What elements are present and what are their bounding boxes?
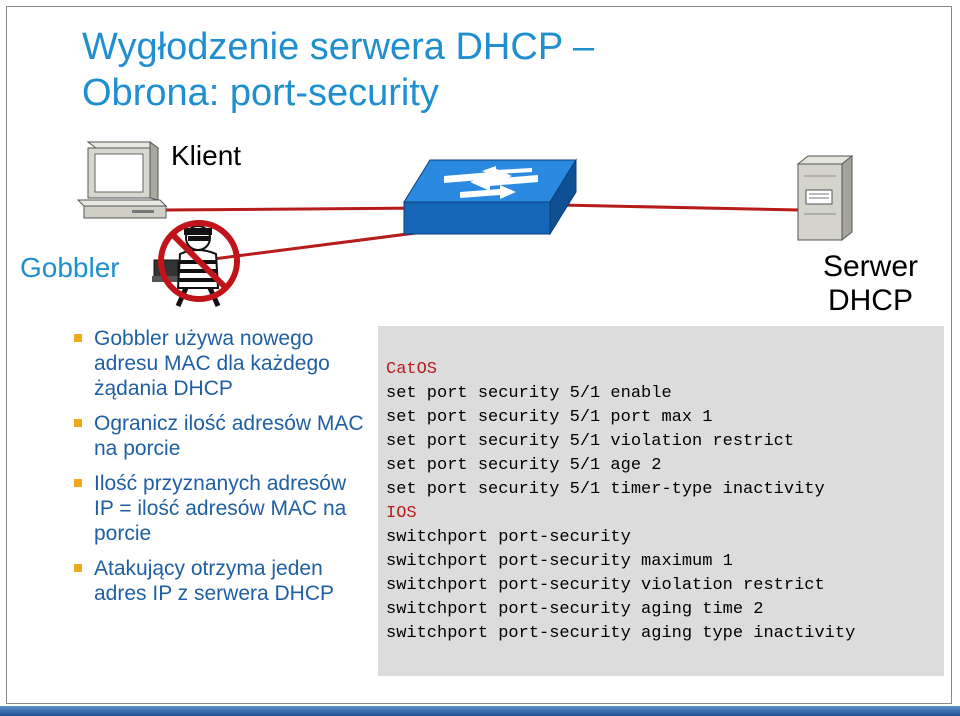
link-switch-server <box>559 203 801 212</box>
ios-command: switchport port-security <box>386 528 631 547</box>
gobbler-attacker-icon <box>152 225 221 308</box>
catos-command: set port security 5/1 port max 1 <box>386 408 713 427</box>
slide-frame <box>6 6 952 704</box>
bullet-item: Atakujący otrzyma jeden adres IP z serwe… <box>70 556 370 606</box>
catos-command: set port security 5/1 timer-type inactiv… <box>386 480 825 499</box>
server-icon <box>796 154 854 242</box>
bottom-bar <box>0 706 960 716</box>
title-line-2: Obrona: port-security <box>82 72 439 114</box>
slide-title: Wygłodzenie serwera DHCP – Obrona: port-… <box>82 24 594 116</box>
ios-heading: IOS <box>386 504 417 523</box>
computer-icon <box>76 141 168 219</box>
server-label-line-1: Serwer <box>822 250 918 283</box>
client-label: Klient <box>171 140 242 171</box>
bullet-item: Gobbler używa nowego adresu MAC dla każd… <box>70 326 370 401</box>
catos-command: set port security 5/1 age 2 <box>386 456 662 475</box>
gobbler-label: Gobbler <box>20 252 120 283</box>
catos-command: set port security 5/1 enable <box>386 384 672 403</box>
catos-heading: CatOS <box>386 360 438 379</box>
ios-command: switchport port-security maximum 1 <box>386 552 733 571</box>
ios-command: switchport port-security violation restr… <box>386 576 825 595</box>
config-code-box: CatOS set port security 5/1 enable set p… <box>378 326 944 676</box>
prohibited-icon <box>158 220 240 302</box>
catos-command: set port security 5/1 violation restrict <box>386 432 795 451</box>
switch-icon <box>403 158 577 236</box>
server-label: Serwer DHCP <box>823 250 918 318</box>
link-client-switch <box>164 206 431 212</box>
ios-command: switchport port-security aging type inac… <box>386 624 856 643</box>
bullet-list: Gobbler używa nowego adresu MAC dla każd… <box>70 326 370 616</box>
bullet-item: Ilość przyznanych adresów IP = ilość adr… <box>70 471 370 546</box>
title-line-1: Wygłodzenie serwera DHCP – <box>82 26 595 68</box>
ios-command: switchport port-security aging time 2 <box>386 600 764 619</box>
bullet-item: Ogranicz ilość adresów MAC na porcie <box>70 411 370 461</box>
server-label-line-2: DHCP <box>827 284 913 317</box>
